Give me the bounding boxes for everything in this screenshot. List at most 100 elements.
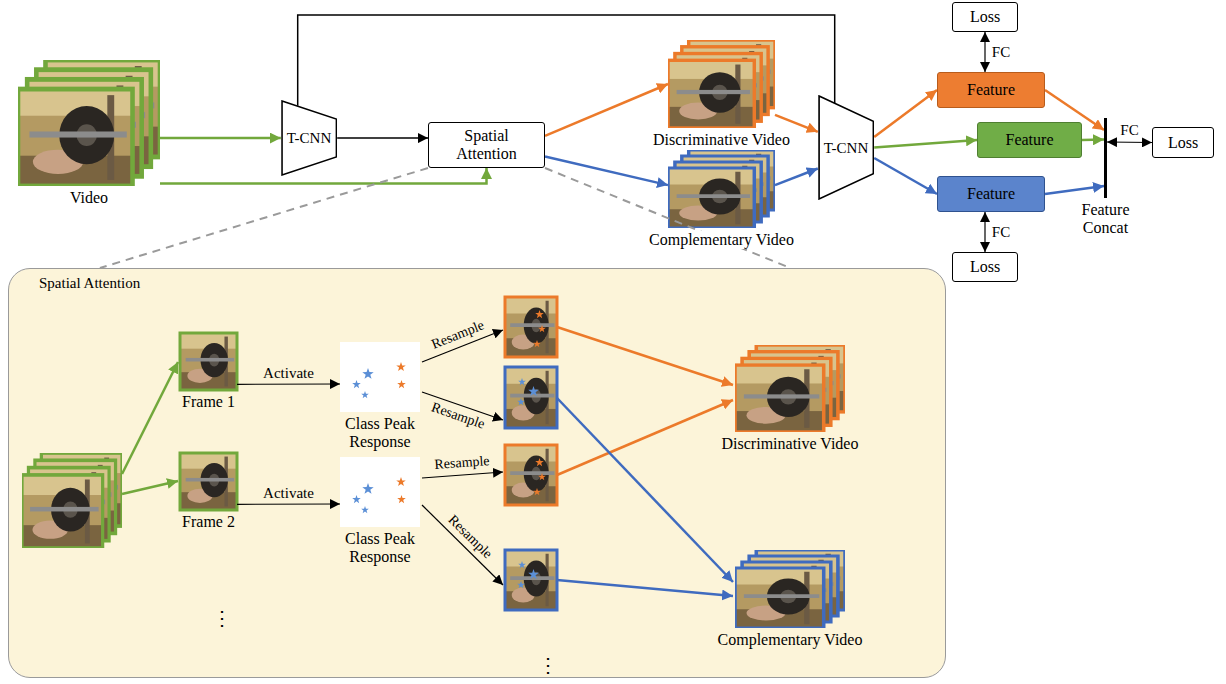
- panel-title: Spatial Attention: [39, 275, 140, 292]
- connector: [160, 138, 281, 139]
- connector: [337, 138, 428, 139]
- process-box: Feature: [977, 122, 1082, 158]
- frame-image: [505, 550, 557, 610]
- connector-line: [775, 115, 818, 132]
- frame-image: [505, 367, 557, 428]
- connector-line: [237, 503, 340, 504]
- trapezoid-shape: [282, 101, 336, 175]
- connector-line: [1045, 186, 1104, 194]
- concat-bar: Feature Concat: [1104, 118, 1107, 198]
- step-label: Resample: [429, 317, 486, 352]
- connector-line: [160, 168, 487, 184]
- node-caption: Feature Concat: [1072, 201, 1140, 237]
- connector-line: [100, 168, 428, 268]
- flow-arrow: [557, 580, 733, 596]
- peak-response-map: Class Peak Response: [340, 342, 420, 412]
- resample-arrow: [422, 472, 503, 478]
- video-stack: Discriminative Video: [668, 40, 775, 128]
- frame-border: [505, 550, 557, 610]
- frame-image: [180, 453, 237, 510]
- connector: [298, 15, 835, 106]
- connector-line: [237, 383, 340, 384]
- node-text: Feature: [967, 185, 1015, 203]
- edge-label: Activate: [263, 365, 314, 382]
- connector: [874, 140, 977, 148]
- video-stack: [668, 40, 775, 128]
- node-text: Spatial Attention: [441, 127, 533, 163]
- connector-line: [984, 212, 985, 252]
- connector: [545, 168, 790, 268]
- connector: [100, 168, 428, 268]
- connector: [160, 168, 487, 184]
- frame-image: [180, 333, 237, 390]
- connector: [874, 158, 937, 194]
- response-map: [340, 342, 420, 412]
- resample-arrow: [422, 330, 503, 362]
- step-label: Resample: [445, 512, 496, 562]
- connector-line: [874, 140, 977, 148]
- frame-border: [180, 453, 237, 510]
- frame-border: [505, 445, 557, 505]
- frame-image: Frame 1: [180, 333, 237, 390]
- node-text: Feature: [1006, 131, 1054, 149]
- video-stack: [22, 453, 122, 548]
- node-caption: Complementary Video: [716, 631, 865, 649]
- connector: [985, 32, 986, 72]
- ellipsis-mark: ⋮: [212, 607, 232, 629]
- connector-line: [874, 90, 937, 137]
- frame-border: [505, 297, 557, 357]
- cnn-trapezoid: T-CNN: [281, 100, 337, 176]
- edge-label: FC: [1120, 122, 1138, 139]
- video-stack: [18, 60, 160, 186]
- connector: [775, 169, 818, 186]
- connector-line: [545, 157, 668, 186]
- connector-line: [545, 168, 790, 268]
- flow-arrow: [557, 400, 733, 475]
- process-box: Feature: [937, 176, 1045, 212]
- node-caption: Class Peak Response: [323, 530, 437, 566]
- node-text: T-CNN: [824, 139, 868, 157]
- connector: [545, 84, 668, 136]
- process-box: Loss: [1152, 127, 1214, 158]
- video-stack: Discriminative Video: [735, 345, 845, 432]
- node-caption: Discriminative Video: [651, 131, 792, 149]
- node-caption: Video: [68, 189, 110, 207]
- response-map: [340, 457, 420, 527]
- connector: [1082, 139, 1104, 140]
- frame-border: [180, 333, 237, 390]
- edge-label: FC: [992, 44, 1010, 61]
- flow-arrow: [557, 398, 733, 582]
- node-text: Loss: [970, 258, 1000, 276]
- node-caption: Complementary Video: [647, 231, 796, 249]
- peak-response-map: Class Peak Response: [340, 457, 420, 527]
- node-caption: Class Peak Response: [323, 415, 437, 451]
- node-caption: Frame 2: [180, 513, 237, 531]
- edge-label: FC: [992, 224, 1010, 241]
- flow-arrow: [122, 362, 178, 474]
- attention-panel: Spatial AttentionFrame 1 Class Peak Respo…: [8, 268, 946, 678]
- connector-line: [545, 84, 668, 136]
- frame-border: [505, 367, 557, 428]
- connector: [1107, 142, 1152, 144]
- video-stack: [735, 345, 845, 432]
- flow-arrow: [122, 481, 178, 494]
- process-box: Loss: [952, 252, 1018, 282]
- frame-image: Frame 2: [180, 453, 237, 510]
- panel-arrows: [122, 327, 733, 596]
- step-label: Resample: [434, 453, 490, 473]
- node-text: Feature: [967, 81, 1015, 99]
- connector-line: [160, 137, 281, 140]
- connector: [237, 384, 340, 385]
- connector-line: [337, 137, 428, 139]
- node-text: T-CNN: [287, 129, 331, 147]
- video-stack: [735, 550, 845, 628]
- step-label: Resample: [430, 400, 487, 433]
- connector-line: [775, 169, 818, 186]
- video-stack: Complementary Video: [668, 150, 775, 228]
- connector: [985, 212, 986, 252]
- process-box: Feature: [937, 72, 1045, 108]
- frame-image: [505, 297, 557, 357]
- connector-line: [1107, 141, 1152, 143]
- connector-line: [298, 15, 835, 106]
